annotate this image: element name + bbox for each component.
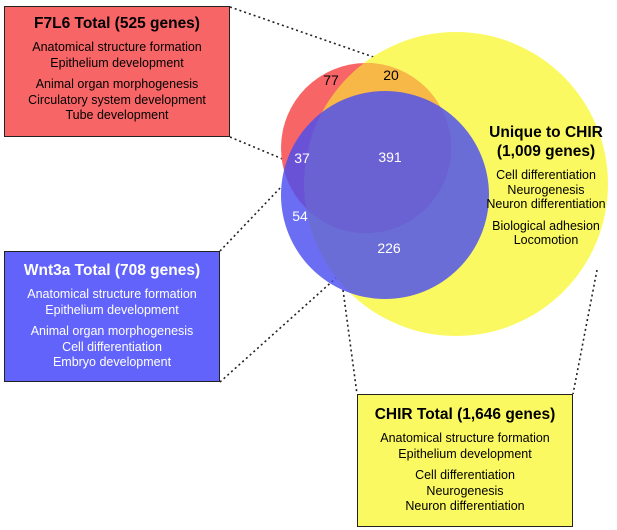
chir-unique-term: Neuron differentiation xyxy=(486,197,606,211)
chir-total-box: CHIR Total (1,646 genes) Anatomical stru… xyxy=(357,394,573,527)
connector-chir-left xyxy=(342,289,358,395)
wnt3a-go-term: Animal organ morphogenesis xyxy=(30,324,194,338)
wnt3a-circle xyxy=(281,91,489,299)
chir-go-term: Neurogenesis xyxy=(426,483,504,498)
count-wnt3a-only: 54 xyxy=(292,208,308,224)
count-wnt3a-chir: 226 xyxy=(377,240,401,256)
wnt3a-total-box: Wnt3a Total (708 genes) Anatomical struc… xyxy=(4,251,220,382)
f7l6-go-term: Epithelium development xyxy=(50,55,184,70)
chir-unique-term: Neurogenesis xyxy=(507,182,585,197)
connector-f7l6-top xyxy=(229,6,383,61)
wnt3a-go-term: Anatomical structure formation xyxy=(27,287,197,301)
wnt3a-go-term: Epithelium development xyxy=(45,302,179,317)
chir-unique-annotation: Unique to CHIR (1,009 genes) Cell differ… xyxy=(486,123,606,248)
connector-f7l6-bottom xyxy=(229,136,286,161)
connector-wnt3a-bottom xyxy=(219,277,337,383)
count-f7l6-only: 77 xyxy=(323,72,339,88)
count-f7l6-wnt3a: 37 xyxy=(294,150,310,166)
chir-box-title: CHIR Total (1,646 genes) xyxy=(374,406,556,423)
chir-go-term: Anatomical structure formation xyxy=(380,431,550,445)
count-all-three: 391 xyxy=(378,149,402,165)
f7l6-go-term: Circulatory system development xyxy=(28,92,206,107)
chir-unique-title: Unique to CHIR xyxy=(489,124,603,141)
chir-go-term: Neuron differentiation xyxy=(405,499,525,513)
f7l6-total-box: F7L6 Total (525 genes) Anatomical struct… xyxy=(4,6,230,137)
chir-unique-term: Biological adhesion xyxy=(492,218,600,233)
wnt3a-go-term: Embryo development xyxy=(52,355,172,369)
chir-go-term: Epithelium development xyxy=(398,446,532,461)
wnt3a-box-title: Wnt3a Total (708 genes) xyxy=(23,262,201,279)
wnt3a-go-term: Cell differentiation xyxy=(62,339,162,354)
f7l6-go-term: Animal organ morphogenesis xyxy=(35,77,199,91)
f7l6-go-term: Tube development xyxy=(65,108,169,122)
f7l6-box-title: F7L6 Total (525 genes) xyxy=(34,15,200,32)
connector-chir-right xyxy=(572,269,598,395)
chir-unique-count: (1,009 genes) xyxy=(496,143,596,160)
chir-go-term: Cell differentiation xyxy=(415,468,515,482)
chir-unique-term: Cell differentiation xyxy=(496,168,596,182)
count-f7l6-chir: 20 xyxy=(383,67,399,83)
connector-wnt3a-top xyxy=(219,185,283,252)
chir-unique-term: Locomotion xyxy=(513,233,579,247)
f7l6-go-term: Anatomical structure formation xyxy=(32,40,202,54)
